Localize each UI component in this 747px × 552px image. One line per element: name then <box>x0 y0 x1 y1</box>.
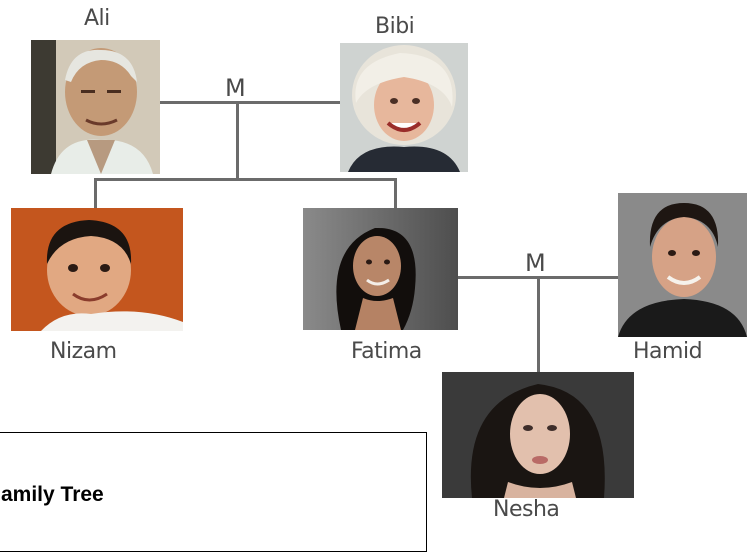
ali-bibi-marriage-marker: M <box>225 74 246 102</box>
bibi-name-label: Bibi <box>375 14 415 39</box>
nesha-photo <box>442 372 634 498</box>
fatima-photo <box>303 208 458 330</box>
caption-box: amily Tree <box>0 432 427 552</box>
fatima-hamid-marriage-marker: M <box>525 249 546 277</box>
ali-bibi-descent-line <box>236 101 239 181</box>
nizam-photo <box>11 208 183 331</box>
fatima-name-label: Fatima <box>351 339 422 364</box>
ali-name-label: Ali <box>84 6 110 31</box>
caption-title: amily Tree <box>1 483 104 506</box>
children-sibling-line <box>94 178 397 181</box>
hamid-photo <box>618 193 747 337</box>
nesha-name-label: Nesha <box>493 497 560 522</box>
hamid-name-label: Hamid <box>633 339 703 364</box>
fatima-hamid-descent-line <box>537 276 540 372</box>
fatima-branch-line <box>394 178 397 208</box>
bibi-photo <box>340 43 468 172</box>
nizam-name-label: Nizam <box>50 339 117 364</box>
ali-photo <box>31 40 160 174</box>
ali-bibi-marriage-line <box>160 101 340 104</box>
nizam-branch-line <box>94 178 97 208</box>
